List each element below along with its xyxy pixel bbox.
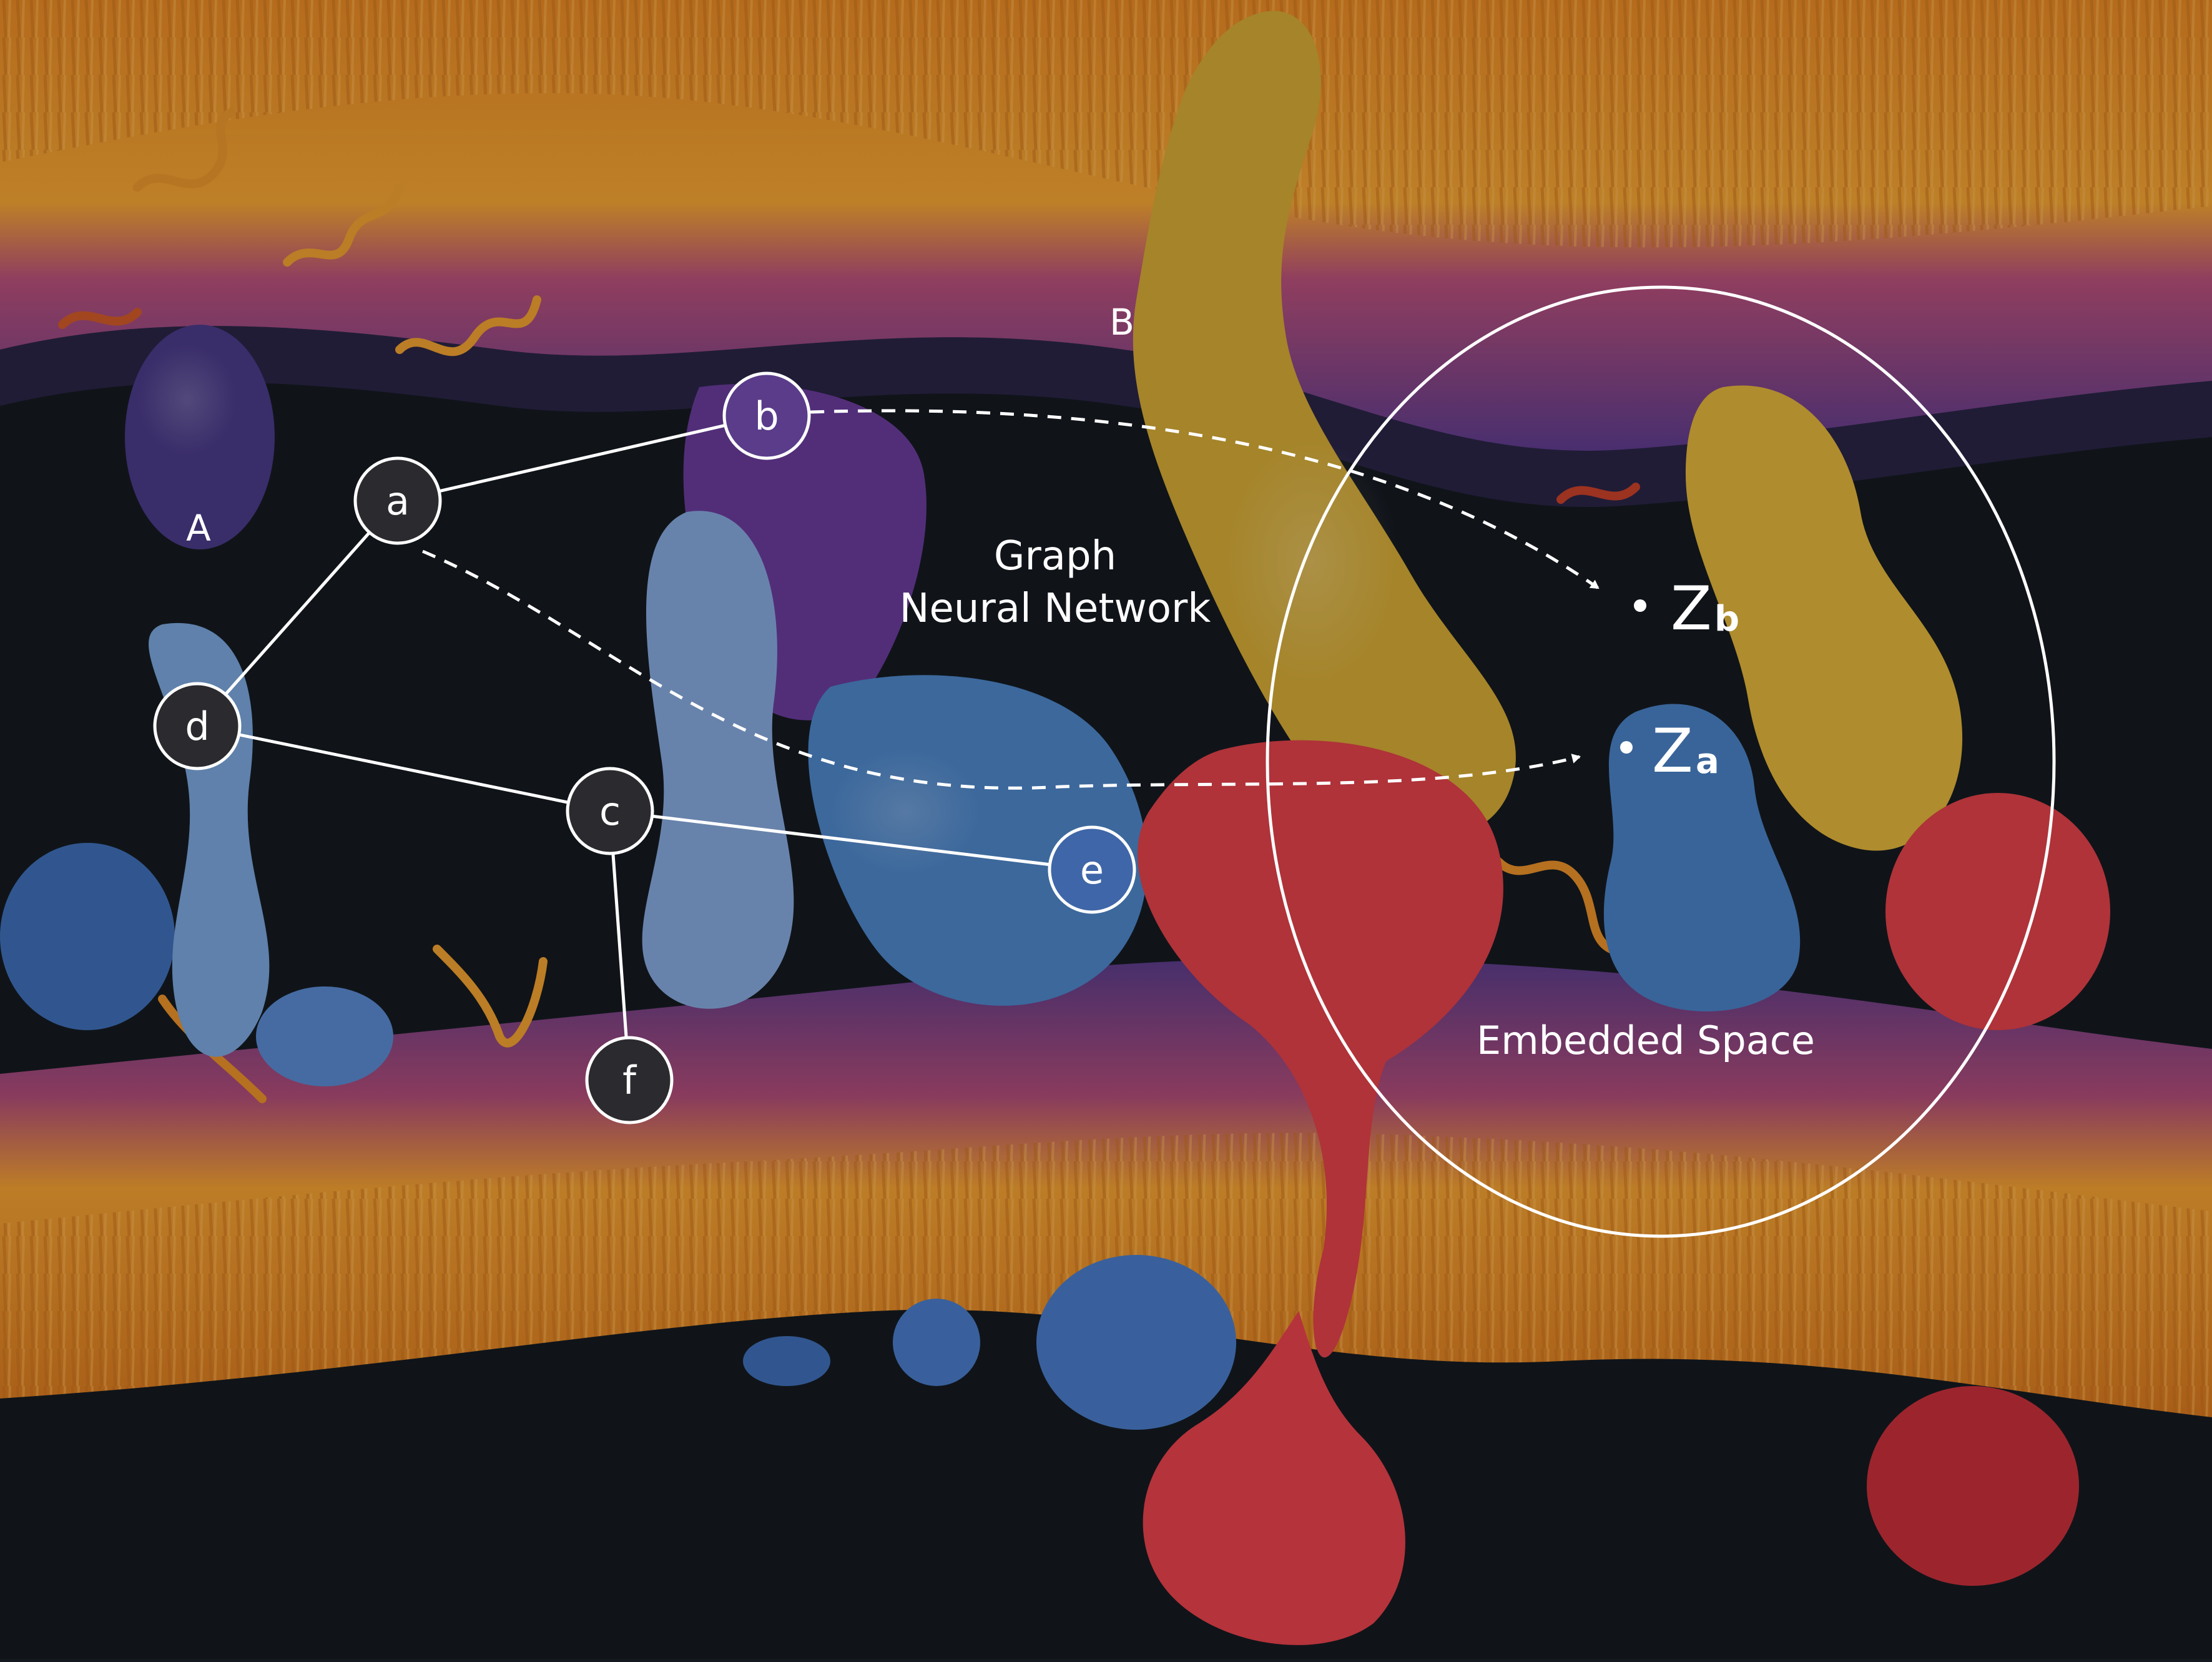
node-a-label: a [386, 478, 410, 524]
edge-d-c [197, 724, 611, 813]
za-point [1620, 741, 1633, 754]
node-b-label: b [754, 393, 779, 439]
protein-bottom-blue [743, 1255, 1236, 1430]
node-d-label: d [185, 704, 209, 749]
za-label: Z [1652, 716, 1693, 786]
zb-point [1634, 599, 1646, 612]
protein-left-purple [125, 325, 275, 549]
embedding-zb: Z b [1634, 574, 1739, 644]
gnn-label-line1: Graph [994, 533, 1116, 579]
mapping-arrows [422, 409, 1600, 790]
edge-a-d [196, 499, 399, 727]
protein-yellow-transmembrane [1133, 11, 1516, 838]
protein-red-transmembrane [1138, 740, 1503, 1645]
node-f: f [585, 1036, 674, 1124]
zb-subscript: b [1714, 599, 1739, 639]
gnn-label-line2: Neural Network [900, 586, 1211, 632]
edge-c-f [608, 810, 631, 1081]
region-b-label: B [1109, 301, 1134, 343]
node-d: d [153, 682, 242, 770]
protein-blue-right [1603, 704, 1801, 1011]
region-a-label: A [186, 507, 211, 549]
edge-a-b [397, 414, 767, 503]
node-e-label: e [1080, 847, 1104, 893]
node-c-label: c [599, 789, 621, 834]
graph-nodes: a b c d e f [153, 371, 1136, 1124]
arrow-b-to-zb [810, 409, 1600, 590]
protein-center-complex [642, 384, 1148, 1009]
embedding-za: Z a [1620, 716, 1719, 786]
top-membrane [0, 0, 2212, 507]
za-subscript: a [1696, 741, 1719, 782]
embedded-space-ellipse [1266, 285, 2056, 1238]
zb-label: Z [1671, 574, 1712, 644]
node-c: c [566, 767, 654, 855]
embedded-space-label: Embedded Space [1477, 1018, 1815, 1063]
node-a: a [353, 456, 442, 545]
arrow-a-to-za [422, 549, 1581, 790]
graph-edges [196, 414, 1093, 1081]
node-b: b [722, 371, 811, 460]
protein-red-right [1867, 793, 2110, 1586]
node-f-label: f [622, 1058, 637, 1103]
protein-yellow-right [1686, 385, 1963, 851]
glycan-chains [58, 108, 1640, 1103]
node-e: e [1048, 825, 1136, 914]
edge-c-e [609, 809, 1093, 872]
